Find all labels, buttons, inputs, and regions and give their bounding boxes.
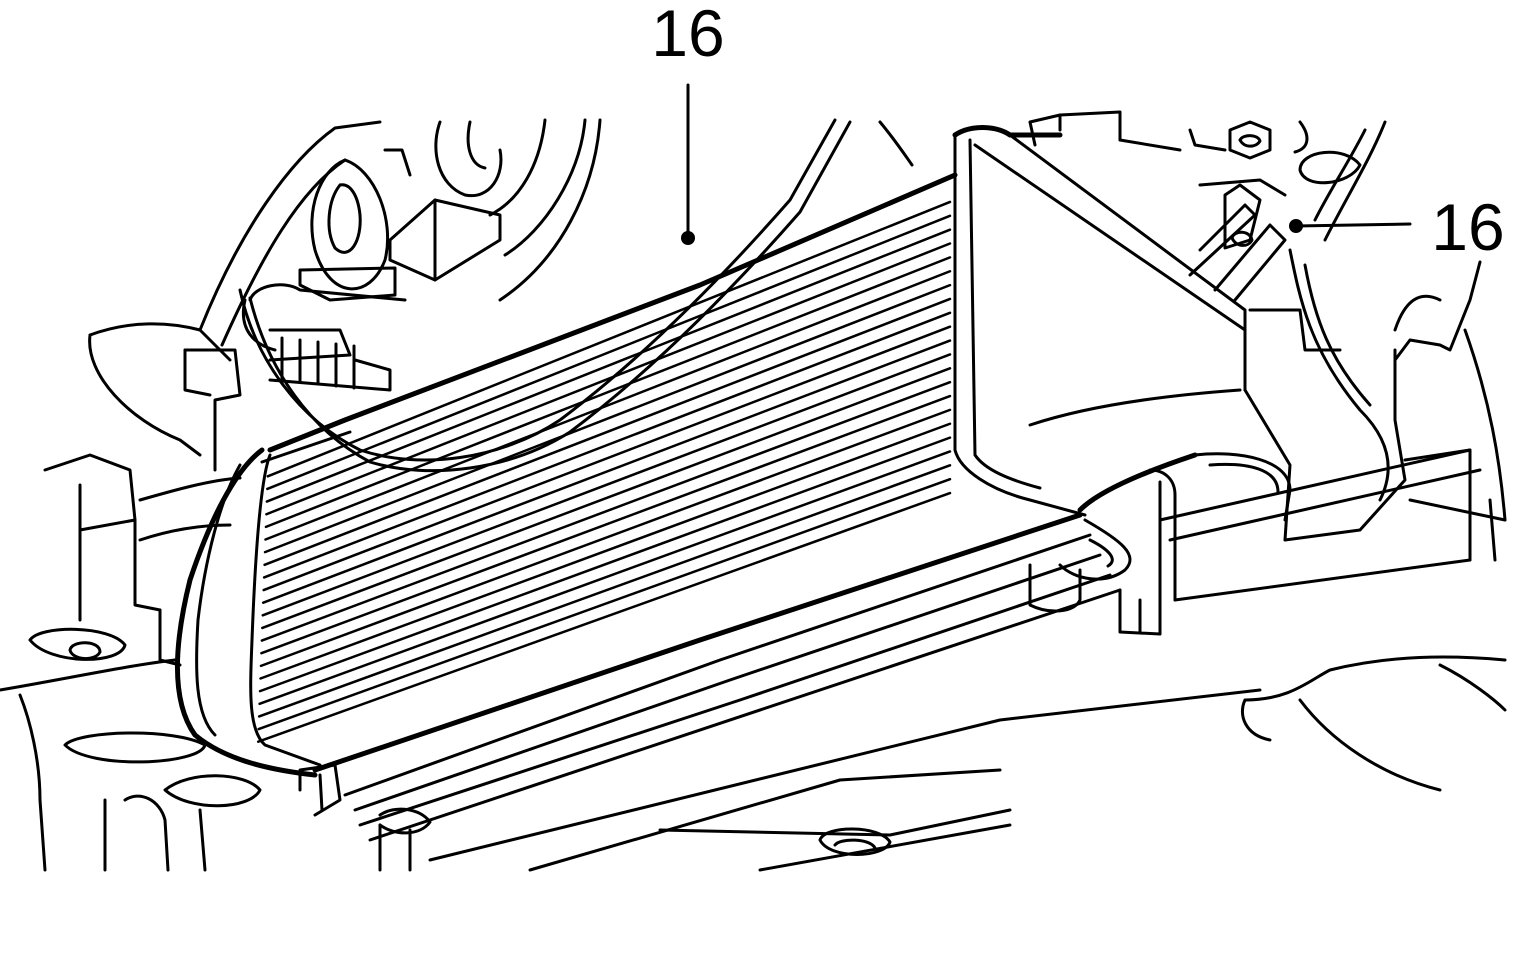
cooler-fin [260, 394, 952, 655]
cooler-fin [257, 464, 952, 718]
cooler-fin [261, 339, 952, 604]
callout-right-secondary-leader [1393, 260, 1482, 362]
left-frame-structure [0, 322, 262, 872]
cooler-fin [263, 283, 952, 554]
cooler-fin [261, 367, 952, 630]
cooler-fin [263, 297, 952, 567]
mounting-bracket [198, 118, 602, 392]
callout-top-dot [681, 231, 695, 245]
cooler-fin [258, 450, 952, 706]
cooler-fin [264, 270, 952, 541]
cooler-fin [260, 380, 952, 642]
right-frame-structure [878, 120, 1507, 792]
cooler-fin [256, 491, 952, 743]
lower-crossmember [298, 688, 1262, 872]
cooler-fin [265, 242, 952, 516]
oil-lines [238, 118, 1292, 636]
callout-top: 16 [651, 0, 725, 245]
callout-right-leader [1294, 222, 1412, 228]
callout-right: 16 [1289, 190, 1505, 362]
cooler-end-tank [952, 110, 1247, 517]
cooler-fin [257, 477, 952, 731]
cooler-fin [259, 422, 952, 680]
cooler-fin [262, 325, 952, 592]
cooler-fin [266, 200, 952, 478]
cooler-fin [259, 408, 952, 668]
cooler-fin [266, 214, 952, 491]
callout-right-dot [1289, 219, 1303, 233]
cooler-fin [261, 353, 952, 617]
callout-right-label: 16 [1431, 190, 1504, 264]
cooler-fins [256, 200, 952, 743]
callout-top-label: 16 [651, 0, 724, 70]
cooler-fin [262, 311, 952, 579]
cooler-body [175, 172, 1122, 842]
cooler-fin [264, 256, 952, 529]
cooler-fin [258, 436, 952, 693]
